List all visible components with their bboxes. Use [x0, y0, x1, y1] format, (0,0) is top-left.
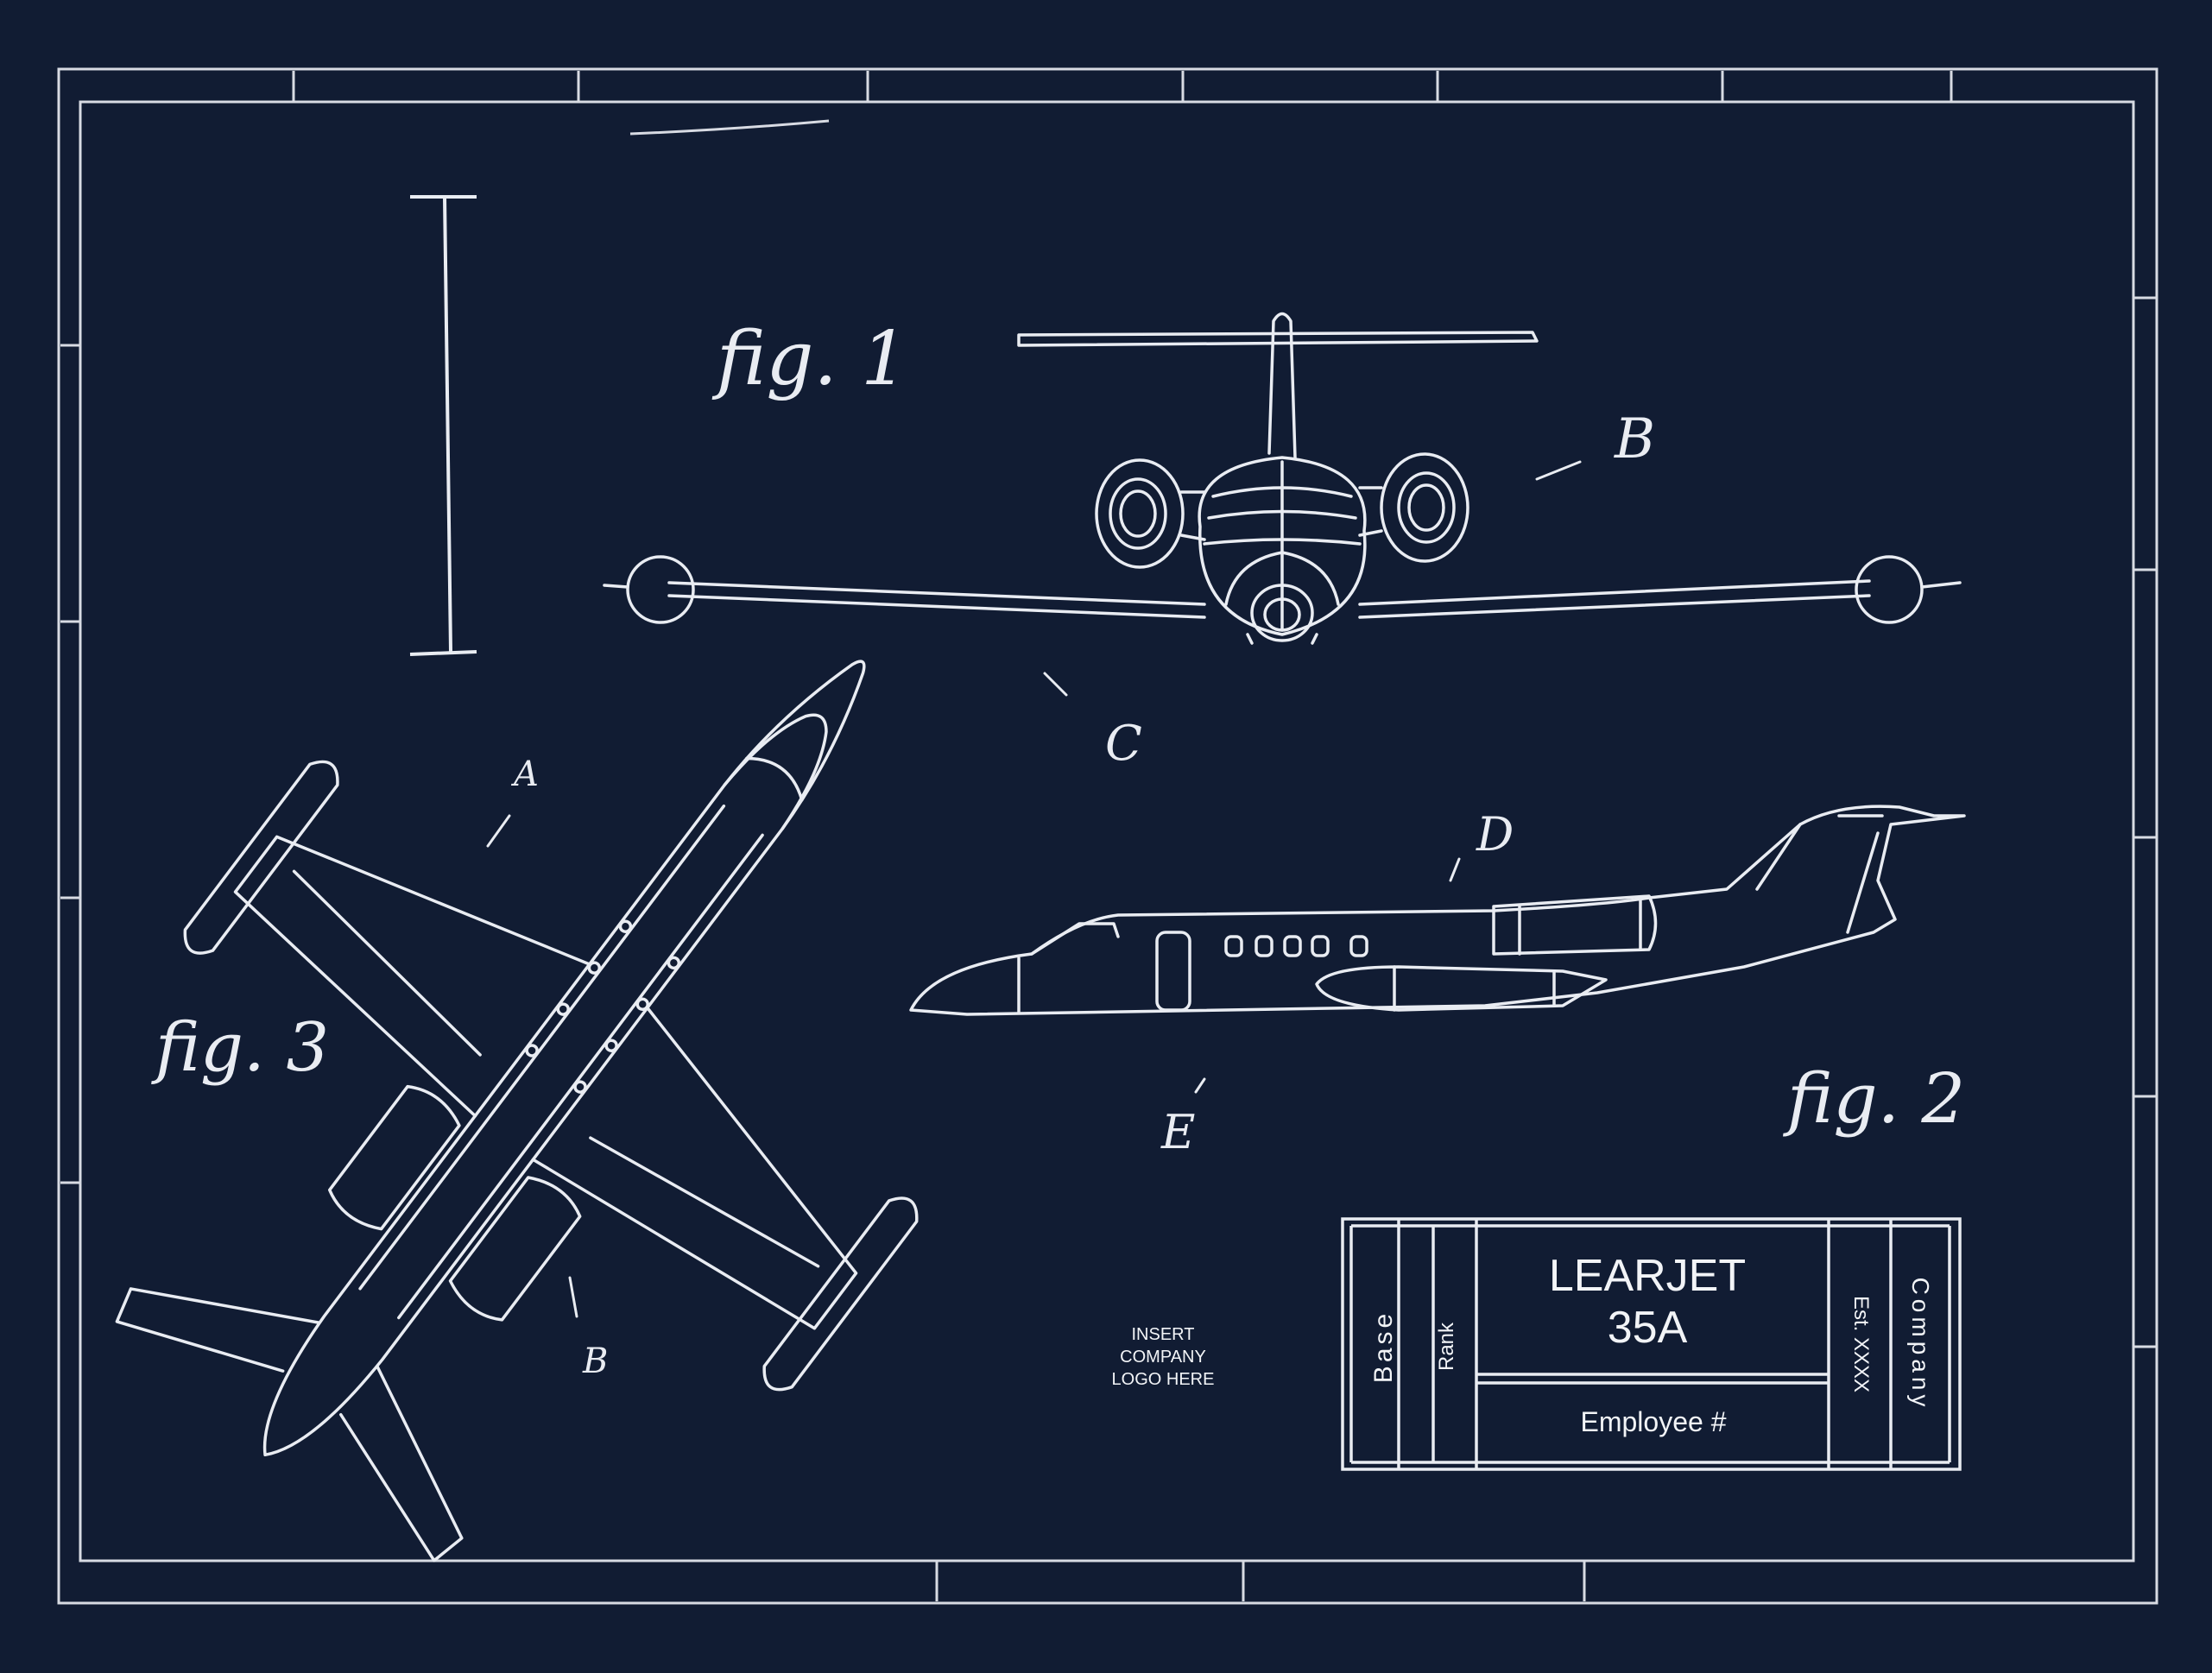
title-block-employee: Employee # [1581, 1406, 1727, 1437]
inner-border [79, 100, 2135, 1563]
front-view-jet-icon [603, 312, 1962, 645]
logo-line-2: COMPANY [1120, 1348, 1206, 1367]
fig3-caption: fig. 3 [151, 1009, 329, 1087]
handwritten-annotations: fig. 1 B C fig. 2 D E fig. 3 A B [151, 316, 1965, 1381]
fig2-label-e: E [1160, 1105, 1195, 1159]
fig3-label-b: B [582, 1342, 608, 1381]
pen-stroke [629, 119, 830, 136]
title-block: Base Rank LEARJET 35A Employee # Est. XX… [1341, 1217, 1962, 1471]
fig2-caption: fig. 2 [1783, 1058, 1965, 1139]
title-block-title-line2: 35A [1608, 1303, 1688, 1353]
top-view-jet-icon [115, 660, 919, 1563]
side-view-jet-icon [909, 805, 1966, 1016]
title-block-company: Company [1907, 1278, 1934, 1411]
title-block-title-line1: LEARJET [1549, 1251, 1746, 1301]
blueprint-frame [57, 67, 2158, 1605]
leader-strokes [486, 460, 1582, 1318]
title-block-rank: Rank [1435, 1322, 1458, 1371]
fig2-label-d: D [1476, 807, 1514, 862]
fig1-label-c: C [1105, 716, 1142, 772]
fig3-label-a: A [510, 754, 539, 794]
fig1-caption: fig. 1 [711, 316, 908, 402]
scale-bar-icon [409, 195, 477, 656]
title-block-frame [1341, 1217, 1962, 1471]
outer-border [57, 67, 2158, 1605]
border-ticks [60, 71, 2156, 1601]
title-block-base: Base [1369, 1310, 1398, 1383]
logo-line-1: INSERT [1132, 1325, 1195, 1344]
logo-line-3: LOGO HERE [1112, 1370, 1215, 1389]
title-block-established: Est. XXXX [1849, 1296, 1873, 1392]
logo-placeholder: INSERT COMPANY LOGO HERE [1112, 1325, 1215, 1389]
fig1-label-b: B [1614, 407, 1655, 471]
